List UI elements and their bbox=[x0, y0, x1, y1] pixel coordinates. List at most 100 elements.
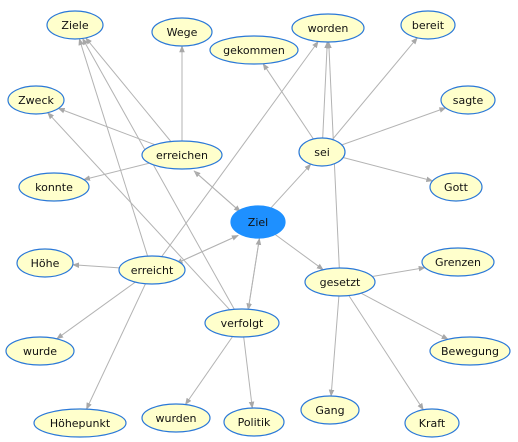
edge-erreicht-to-worden bbox=[161, 40, 319, 257]
edge-verfolgt-to-wurden bbox=[184, 336, 234, 406]
node-gang-ellipse bbox=[300, 395, 360, 425]
node-erreichen-ellipse bbox=[141, 140, 223, 170]
edge-sei-to-bereit bbox=[332, 37, 418, 140]
edge-gesetzt-to-bewegung bbox=[360, 292, 449, 340]
node-grenzen-ellipse bbox=[421, 247, 495, 277]
node-gekommen-label: gekommen bbox=[223, 44, 285, 57]
node-bewegung-ellipse bbox=[429, 336, 511, 366]
node-kraft-label: Kraft bbox=[419, 417, 446, 430]
node-hoehe-label: Höhe bbox=[31, 257, 60, 270]
node-wurde[interactable]: wurde bbox=[5, 336, 75, 366]
node-sei-label: sei bbox=[314, 146, 330, 159]
node-verfolgt-ellipse bbox=[204, 308, 280, 338]
edge-verfolgt-to-zweck bbox=[47, 112, 231, 311]
edge-erreicht-to-ziel bbox=[175, 234, 239, 264]
node-sei[interactable]: sei bbox=[298, 137, 346, 167]
node-ziele[interactable]: Ziele bbox=[46, 10, 104, 40]
node-wurde-label: wurde bbox=[23, 345, 57, 358]
node-ziele-label: Ziele bbox=[61, 19, 88, 32]
edge-erreichen-to-ziel bbox=[193, 170, 241, 213]
node-sagte-ellipse bbox=[440, 85, 496, 115]
node-zweck[interactable]: Zweck bbox=[7, 85, 65, 115]
node-gang-label: Gang bbox=[315, 404, 344, 417]
node-kraft[interactable]: Kraft bbox=[404, 408, 460, 438]
node-ziel-label: Ziel bbox=[248, 216, 268, 229]
edge-sei-to-gekommen bbox=[262, 63, 314, 140]
node-konnte[interactable]: konnte bbox=[18, 172, 90, 202]
node-hoehepunkt-ellipse bbox=[33, 408, 127, 438]
node-worden-ellipse bbox=[291, 13, 365, 43]
node-bewegung[interactable]: Bewegung bbox=[429, 336, 511, 366]
node-politik-ellipse bbox=[223, 407, 285, 437]
edge-sei-to-worden bbox=[322, 41, 330, 139]
edge-verfolgt-to-politik bbox=[243, 336, 255, 409]
edge-erreichen-to-ziele bbox=[85, 37, 172, 142]
node-wege-label: Wege bbox=[167, 26, 198, 39]
node-erreichen-label: erreichen bbox=[156, 149, 208, 162]
node-erreicht-ellipse bbox=[118, 255, 186, 285]
edge-ziel-to-gesetzt bbox=[274, 233, 324, 271]
node-gesetzt-ellipse bbox=[304, 267, 376, 297]
node-wurden[interactable]: wurden bbox=[141, 403, 211, 433]
node-wege[interactable]: Wege bbox=[151, 17, 213, 47]
edge-sei-to-sagte bbox=[341, 107, 447, 146]
node-bereit-label: bereit bbox=[412, 19, 445, 32]
node-bereit-ellipse bbox=[400, 10, 456, 40]
node-konnte-label: konnte bbox=[35, 181, 73, 194]
node-kraft-ellipse bbox=[404, 408, 460, 438]
node-sei-ellipse bbox=[298, 137, 346, 167]
node-hoehepunkt[interactable]: Höhepunkt bbox=[33, 408, 127, 438]
edge-erreicht-to-ziele bbox=[78, 38, 149, 257]
node-gekommen[interactable]: gekommen bbox=[209, 35, 299, 65]
edges-layer bbox=[47, 37, 449, 411]
node-erreichen[interactable]: erreichen bbox=[141, 140, 223, 170]
node-hoehepunkt-label: Höhepunkt bbox=[50, 417, 111, 430]
node-zweck-ellipse bbox=[7, 85, 65, 115]
node-wege-ellipse bbox=[151, 17, 213, 47]
node-konnte-ellipse bbox=[18, 172, 90, 202]
node-hoehe[interactable]: Höhe bbox=[16, 248, 74, 278]
node-bewegung-label: Bewegung bbox=[441, 345, 499, 358]
node-politik[interactable]: Politik bbox=[223, 407, 285, 437]
node-worden-label: worden bbox=[308, 22, 349, 35]
node-gott-ellipse bbox=[429, 172, 483, 202]
edge-gesetzt-to-grenzen bbox=[372, 265, 426, 277]
edge-erreicht-to-hoehepunkt bbox=[86, 283, 146, 410]
node-gesetzt[interactable]: gesetzt bbox=[304, 267, 376, 297]
edge-ziel-to-sei bbox=[270, 163, 312, 209]
node-ziele-ellipse bbox=[46, 10, 104, 40]
node-gekommen-ellipse bbox=[209, 35, 299, 65]
node-erreicht[interactable]: erreicht bbox=[118, 255, 186, 285]
node-gesetzt-label: gesetzt bbox=[320, 276, 361, 289]
node-ziel[interactable]: Ziel bbox=[230, 205, 286, 239]
node-gang[interactable]: Gang bbox=[300, 395, 360, 425]
edge-erreichen-to-konnte bbox=[83, 162, 150, 181]
edge-erreicht-to-wurde bbox=[56, 281, 136, 340]
node-grenzen-label: Grenzen bbox=[435, 256, 481, 269]
node-verfolgt-label: verfolgt bbox=[221, 317, 264, 330]
node-wurde-ellipse bbox=[5, 336, 75, 366]
node-sagte[interactable]: sagte bbox=[440, 85, 496, 115]
node-wurden-label: wurden bbox=[155, 412, 196, 425]
node-hoehe-ellipse bbox=[16, 248, 74, 278]
edge-gesetzt-to-kraft bbox=[348, 295, 424, 411]
node-politik-label: Politik bbox=[238, 416, 271, 429]
edge-verfolgt-to-ziel bbox=[247, 237, 262, 310]
node-gott[interactable]: Gott bbox=[429, 172, 483, 202]
node-zweck-label: Zweck bbox=[18, 94, 54, 107]
edge-gesetzt-to-gang bbox=[328, 295, 340, 397]
node-ziel-ellipse bbox=[230, 205, 286, 239]
node-bereit[interactable]: bereit bbox=[400, 10, 456, 40]
node-erreicht-label: erreicht bbox=[131, 264, 174, 277]
edge-verfolgt-to-ziele bbox=[82, 37, 235, 310]
node-grenzen[interactable]: Grenzen bbox=[421, 247, 495, 277]
node-worden[interactable]: worden bbox=[291, 13, 365, 43]
node-gott-label: Gott bbox=[444, 181, 469, 194]
edge-erreicht-to-hoehe bbox=[72, 262, 120, 269]
edge-sei-to-gott bbox=[342, 157, 434, 183]
node-sagte-label: sagte bbox=[453, 94, 484, 107]
node-verfolgt[interactable]: verfolgt bbox=[204, 308, 280, 338]
node-wurden-ellipse bbox=[141, 403, 211, 433]
